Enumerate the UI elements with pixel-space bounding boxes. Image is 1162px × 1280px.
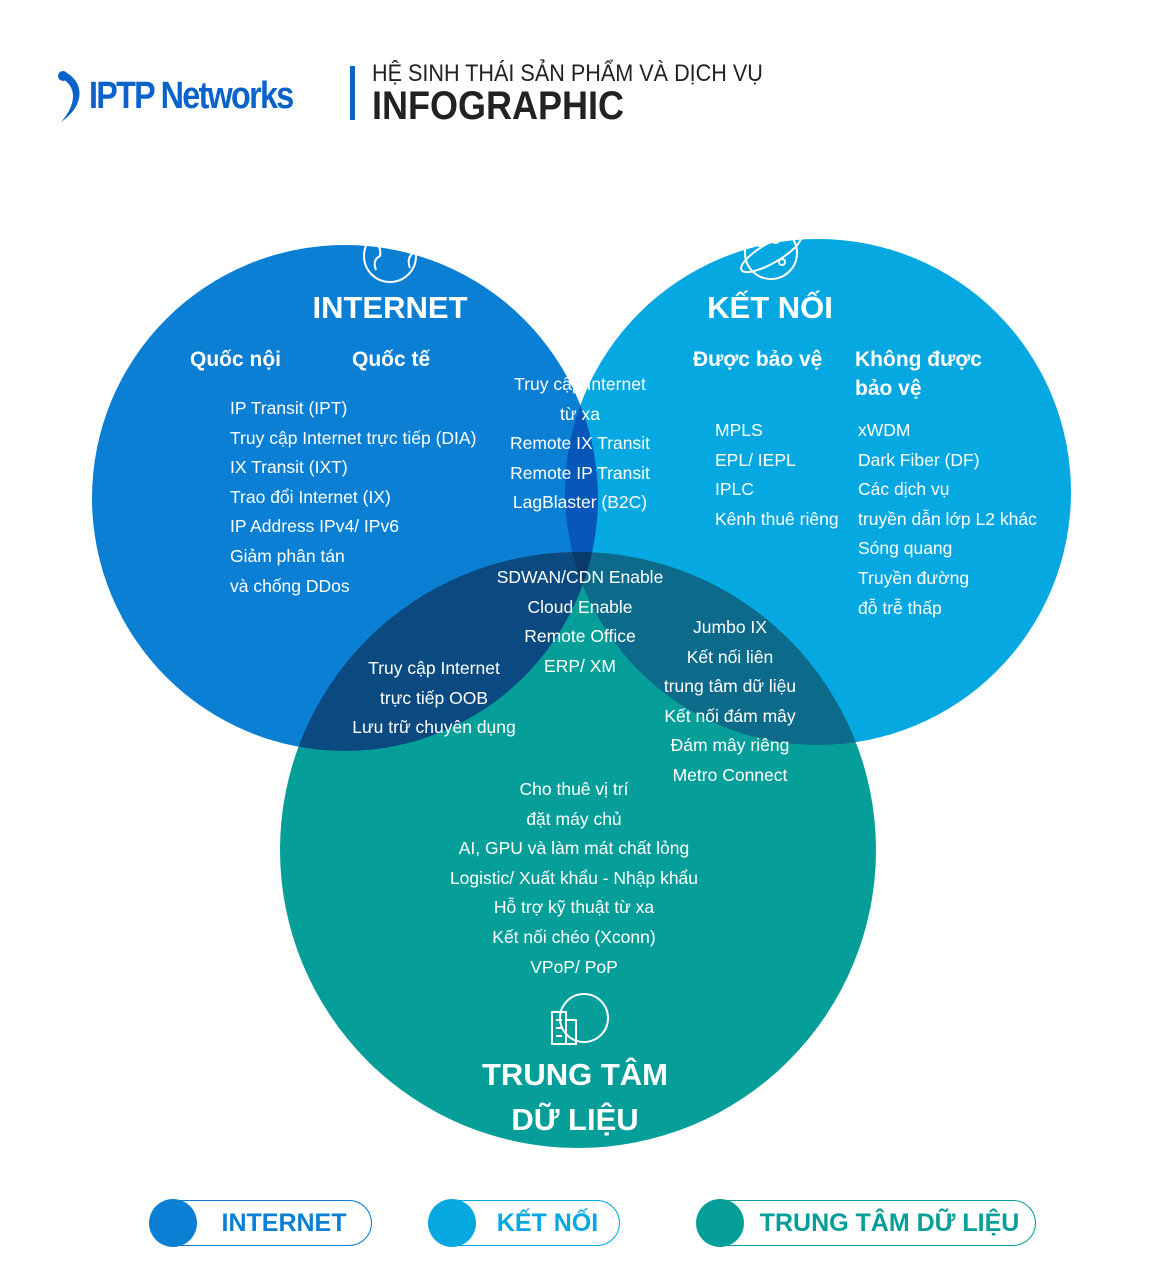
list-item: Hỗ trợ kỹ thuật từ xa — [493, 897, 655, 918]
list-item: từ xa — [560, 403, 600, 424]
data-center-title: TRUNG TÂM DỮ LIỆU — [430, 1052, 720, 1142]
list-item: Metro Connect — [672, 764, 788, 785]
legend-ket-noi: KẾT NỐI — [428, 1199, 620, 1247]
header-divider — [350, 66, 355, 120]
list-item: Đám mây riêng — [670, 735, 790, 756]
brand-name: IPTP Networks — [89, 74, 294, 117]
legend-label: TRUNG TÂM DỮ LIỆU — [759, 1208, 1020, 1237]
list-item: Trao đổi Internet (IX) — [230, 486, 391, 507]
internet-list: IP Transit (IPT) Truy cập Internet trực … — [230, 394, 476, 601]
list-item: Kết nối đám mây — [664, 705, 796, 726]
internet-col2-heading: Quốc tế — [352, 348, 431, 371]
list-item: Cho thuê vị trí — [519, 779, 629, 799]
list-item: truyền dẫn lớp L2 khác — [858, 508, 1037, 529]
list-item: Truy cập Internet — [368, 658, 500, 678]
list-item: IP Transit (IPT) — [230, 398, 348, 418]
list-item: Kết nối chéo (Xconn) — [492, 926, 656, 947]
all-overlap-list: SDWAN/CDN Enable Cloud Enable Remote Off… — [470, 563, 690, 681]
internet-dc-list: Truy cập Internet trực tiếp OOB Lưu trữ … — [334, 654, 534, 743]
legend-label: KẾT NỐI — [496, 1208, 599, 1237]
ket-noi-unprotected-list: xWDM Dark Fiber (DF) Các dịch vụ truyền … — [858, 416, 1037, 623]
internet-ket-noi-list: Truy cập Internet từ xa Remote IX Transi… — [480, 370, 680, 518]
list-item: Cloud Enable — [527, 596, 633, 617]
list-item: IPLC — [715, 479, 754, 500]
ket-noi-col2-heading: Không được bảo vệ — [855, 348, 982, 400]
list-item: ERP/ XM — [544, 655, 616, 676]
list-item: Remote Office — [524, 626, 636, 647]
list-item: Dark Fiber (DF) — [858, 449, 980, 470]
list-item: Truyền đường — [858, 567, 970, 588]
list-item: Logistic/ Xuất khẩu - Nhập khẩu — [449, 867, 699, 888]
list-item: xWDM — [858, 420, 911, 440]
internet-title: INTERNET — [312, 290, 468, 325]
ket-noi-protected-list: MPLS EPL/ IEPL IPLC Kênh thuê riêng — [715, 416, 839, 534]
list-item: IX Transit (IXT) — [230, 457, 348, 478]
legend-swatch — [428, 1199, 476, 1247]
legend-swatch — [149, 1199, 197, 1247]
ket-noi-dc-overlap — [565, 552, 876, 745]
list-item: Jumbo IX — [693, 617, 767, 637]
list-item: Sóng quang — [858, 538, 953, 559]
legend-internet: INTERNET — [149, 1199, 372, 1247]
list-item: đặt máy chủ — [526, 808, 622, 829]
list-item: trực tiếp OOB — [380, 687, 488, 708]
datacenter-globe-icon — [551, 993, 609, 1045]
iptp-logo: IPTP Networks — [55, 68, 328, 124]
list-item: LagBlaster (B2C) — [512, 492, 648, 513]
ket-noi-col1-heading: Được bảo vệ — [693, 348, 823, 371]
header-subtitle: HỆ SINH THÁI SẢN PHẨM VÀ DỊCH VỤ — [372, 60, 763, 87]
header-title: INFOGRAPHIC — [372, 84, 624, 128]
list-item: SDWAN/CDN Enable — [496, 567, 664, 587]
data-center-title-line1: TRUNG TÂM — [482, 1057, 668, 1092]
list-item: Remote IX Transit — [509, 433, 651, 454]
data-center-list: Cho thuê vị trí đặt máy chủ AI, GPU và l… — [424, 775, 724, 982]
legend-data-center: TRUNG TÂM DỮ LIỆU — [696, 1199, 1036, 1247]
ket-noi-dc-list: Jumbo IX Kết nối liên trung tâm dữ liệu … — [630, 613, 830, 791]
connected-globe-icon — [740, 226, 802, 280]
list-item: trung tâm dữ liệu — [663, 676, 797, 697]
list-item: Kết nối liên — [686, 646, 774, 667]
list-item: Giảm phân tán — [230, 545, 345, 566]
list-item: Các dịch vụ — [858, 479, 950, 500]
data-center-title-line2: DỮ LIỆU — [511, 1102, 639, 1137]
legend-swatch — [696, 1199, 744, 1247]
ket-noi-title: KẾT NỐI — [707, 290, 833, 325]
list-item: VPoP/ PoP — [530, 956, 618, 977]
list-item: Lưu trữ chuyên dụng — [352, 717, 516, 738]
legend-label: INTERNET — [221, 1208, 347, 1237]
logo-swirl-icon — [58, 71, 80, 122]
list-item: IP Address IPv4/ IPv6 — [230, 516, 399, 537]
list-item: đỗ trễ thấp — [858, 597, 942, 618]
list-item: MPLS — [715, 420, 763, 440]
list-item: và chống DDos — [230, 575, 350, 596]
internet-dc-overlap — [280, 552, 598, 751]
globe-icon — [363, 229, 417, 283]
list-item: Truy cập Internet — [514, 374, 646, 394]
list-item: AI, GPU và làm mát chất lỏng — [458, 838, 690, 859]
list-item: Kênh thuê riêng — [715, 508, 839, 529]
list-item: Truy cập Internet trực tiếp (DIA) — [230, 427, 477, 448]
list-item: Remote IP Transit — [510, 462, 650, 483]
list-item: EPL/ IEPL — [715, 449, 796, 470]
internet-col1-heading: Quốc nội — [190, 348, 281, 371]
